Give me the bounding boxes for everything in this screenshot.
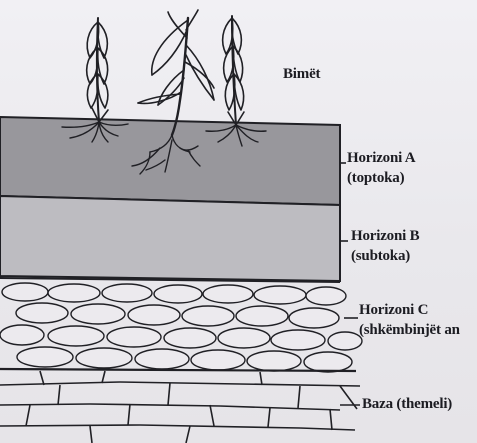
horizon-a-label: Horizoni A (toptoka) [347, 148, 415, 188]
horizon-c-layer [0, 278, 362, 372]
horizon-c-title: Horizoni C [359, 300, 460, 320]
horizon-b-title: Horizoni B [351, 226, 419, 246]
base-label: Baza (themeli) [362, 394, 452, 414]
center-leaf-plant [138, 10, 214, 135]
horizon-a-subtitle: (toptoka) [347, 168, 415, 188]
base-bedrock [0, 371, 360, 443]
horizon-c-subtitle: (shkëmbinjët an [359, 320, 460, 340]
right-grass-plant [223, 16, 244, 125]
horizon-b-label: Horizoni B (subtoka) [351, 226, 419, 266]
horizon-b-subtitle: (subtoka) [351, 246, 419, 266]
horizon-a-layer [0, 117, 340, 205]
horizon-b-layer [0, 196, 340, 281]
plants-label: Bimët [283, 64, 320, 84]
horizon-c-bottom-line [0, 369, 356, 371]
horizon-a-title: Horizoni A [347, 148, 415, 168]
horizon-c-label: Horizoni C (shkëmbinjët an [359, 300, 460, 340]
left-grass-plant [87, 18, 108, 122]
